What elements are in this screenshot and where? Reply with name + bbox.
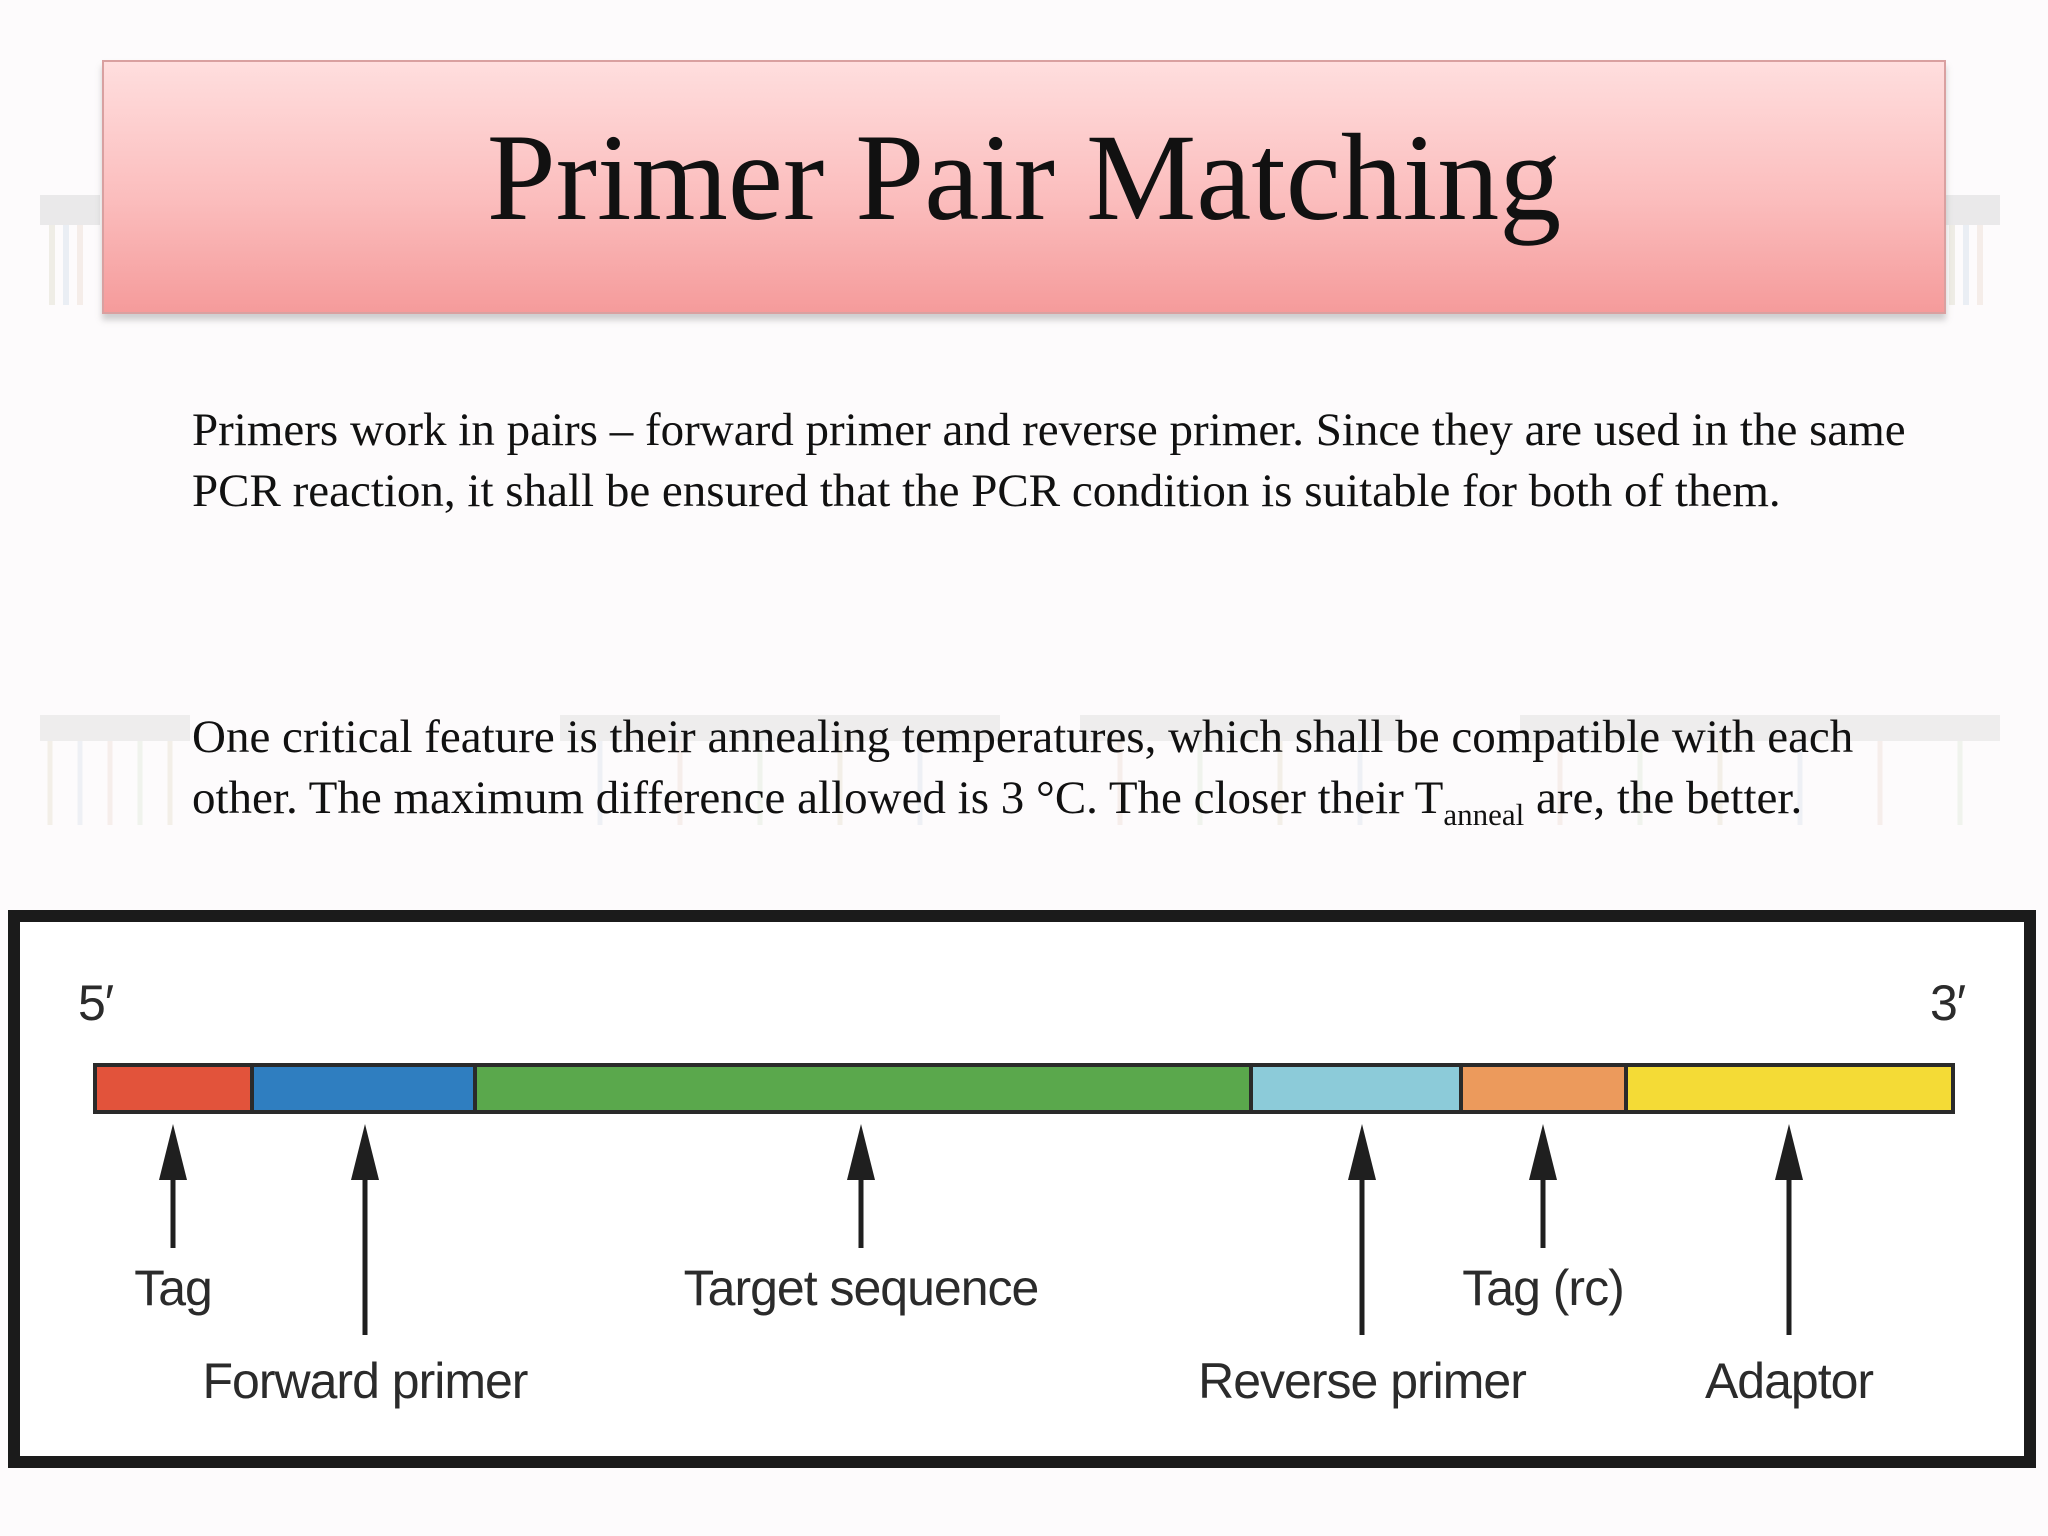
segment-target-sequence: [473, 1063, 1253, 1114]
segment-forward-primer: [250, 1063, 477, 1114]
sequence-bar: [93, 1063, 1955, 1114]
label-target-sequence: Target sequence: [684, 1260, 1039, 1316]
segment-reverse-primer: [1249, 1063, 1463, 1114]
five-prime-label: 5′: [78, 975, 114, 1031]
title-banner: Primer Pair Matching: [102, 60, 1946, 314]
label-reverse-primer: Reverse primer: [1198, 1353, 1526, 1409]
background-pattern-middle: [40, 715, 2000, 825]
paragraph-annealing-end: are, the better.: [1524, 772, 1803, 824]
label-tag-rc: Tag (rc): [1462, 1260, 1623, 1316]
label-adaptor: Adaptor: [1705, 1353, 1873, 1409]
primer-structure-diagram: [8, 910, 2036, 1468]
reverse-primer-arrow: [1348, 1124, 1376, 1335]
slide-title: Primer Pair Matching: [486, 109, 1562, 246]
forward-primer-arrow: [351, 1124, 379, 1335]
anneal-subscript: anneal: [1443, 797, 1525, 832]
segment-tag: [93, 1063, 254, 1114]
label-forward-primer: Forward primer: [203, 1353, 528, 1409]
segment-tag-rc: [1459, 1063, 1628, 1114]
pointer-arrows: [159, 1124, 1803, 1335]
background-pattern-top: [40, 195, 2000, 305]
adaptor-arrow: [1775, 1124, 1803, 1335]
paragraph-primer-pairs: Primers work in pairs – forward primer a…: [192, 404, 1906, 517]
paragraph-annealing-temperature: One critical feature is their annealing …: [192, 707, 1912, 832]
label-tag: Tag: [134, 1260, 212, 1316]
tag-arrow: [159, 1124, 187, 1248]
segment-adaptor: [1624, 1063, 1955, 1114]
three-prime-label: 3′: [1930, 975, 1966, 1031]
target-sequence-arrow: [847, 1124, 875, 1248]
tag-rc-arrow: [1529, 1124, 1557, 1248]
paragraph-annealing-text: One critical feature is their annealing …: [192, 711, 1854, 824]
